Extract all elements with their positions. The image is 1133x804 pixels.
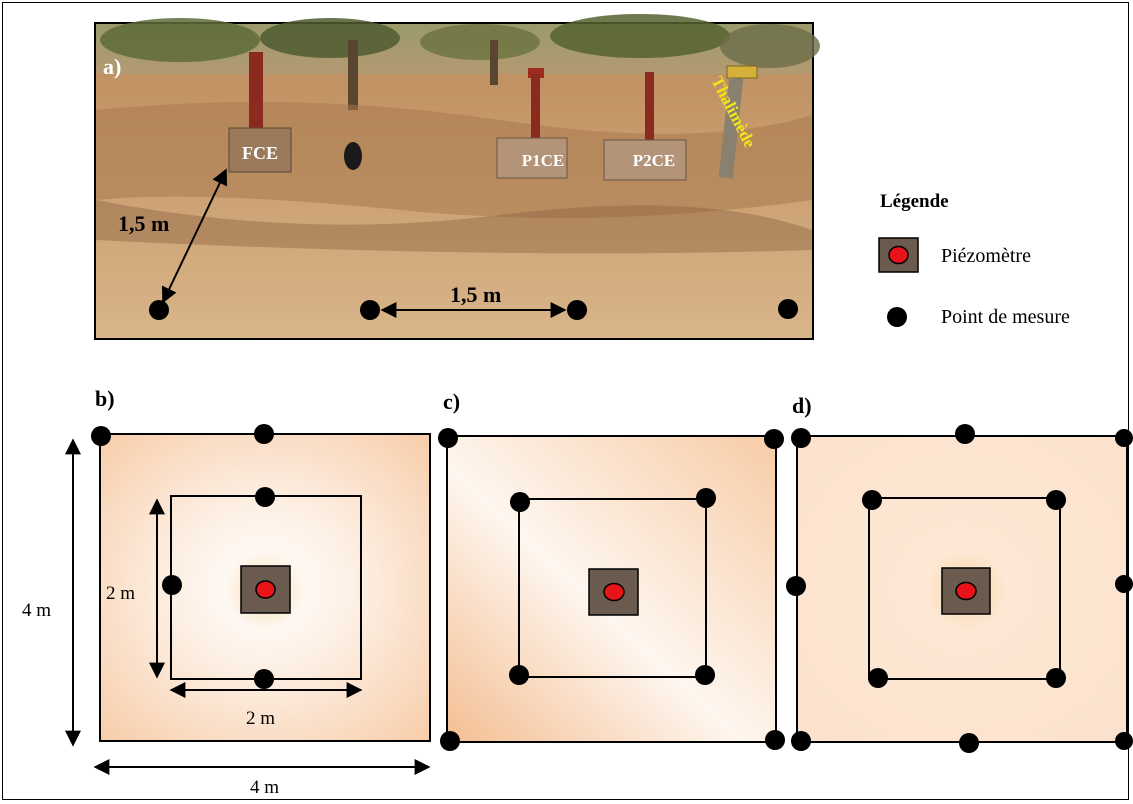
outer-height-label: 4 m: [22, 600, 51, 621]
legend: Légende Piézomètre Point de mesure: [878, 191, 1070, 328]
legend-title: Légende: [880, 191, 949, 212]
outer-width-label: 4 m: [250, 777, 279, 798]
measure-point: [255, 487, 275, 507]
panel-b-label: b): [95, 386, 115, 411]
thalimede-post: [718, 77, 744, 179]
measure-point: [91, 426, 111, 446]
measure-point: [695, 665, 715, 685]
fce-label: FCE: [242, 143, 278, 163]
photo-horiz-distance: 1,5 m: [450, 282, 501, 307]
measure-point: [510, 492, 530, 512]
measure-point: [764, 429, 784, 449]
measure-point: [254, 424, 274, 444]
p1ce-box: [496, 137, 568, 179]
panel-a-label: a): [103, 54, 121, 79]
photo-diag-distance: 1,5 m: [118, 211, 169, 236]
panel-d-label: d): [792, 393, 812, 418]
measure-point: [696, 488, 716, 508]
photo-measure-point: [778, 299, 798, 319]
panel-c: [438, 428, 785, 751]
inner-height-label: 2 m: [106, 583, 135, 604]
fce-box: [228, 127, 292, 173]
panel-b: [65, 424, 431, 775]
photo-diag-arrow: [161, 168, 228, 304]
measure-point: [868, 668, 888, 688]
legend-point-label: Point de mesure: [941, 306, 1070, 328]
photo-measure-point: [567, 300, 587, 320]
p1ce-pipe: [531, 74, 540, 142]
measure-point: [1115, 732, 1133, 750]
panel-c-label: c): [443, 389, 460, 414]
photo-measure-point: [149, 300, 169, 320]
measure-point: [1115, 575, 1133, 593]
measure-point: [862, 490, 882, 510]
panel-d: [786, 424, 1133, 753]
inner-width-label: 2 m: [246, 708, 275, 729]
measure-point: [440, 731, 460, 751]
measure-point: [438, 428, 458, 448]
measure-point: [791, 428, 811, 448]
photo-measure-point: [360, 300, 380, 320]
measure-point: [254, 669, 274, 689]
p2ce-label: P2CE: [633, 151, 676, 170]
measure-point: [1046, 490, 1066, 510]
measure-point: [955, 424, 975, 444]
p1ce-label: P1CE: [522, 151, 565, 170]
legend-point-icon: [887, 307, 907, 327]
measure-point: [959, 733, 979, 753]
measure-point: [791, 731, 811, 751]
p2ce-box: [603, 139, 687, 181]
measure-point: [786, 576, 806, 596]
measure-point: [162, 575, 182, 595]
legend-piezometer-label: Piézomètre: [941, 245, 1031, 267]
measure-point: [1115, 429, 1133, 447]
measure-point: [765, 730, 785, 750]
p2ce-pipe: [645, 72, 654, 144]
measure-point: [509, 665, 529, 685]
measure-point: [1046, 668, 1066, 688]
fce-pipe: [249, 52, 263, 132]
